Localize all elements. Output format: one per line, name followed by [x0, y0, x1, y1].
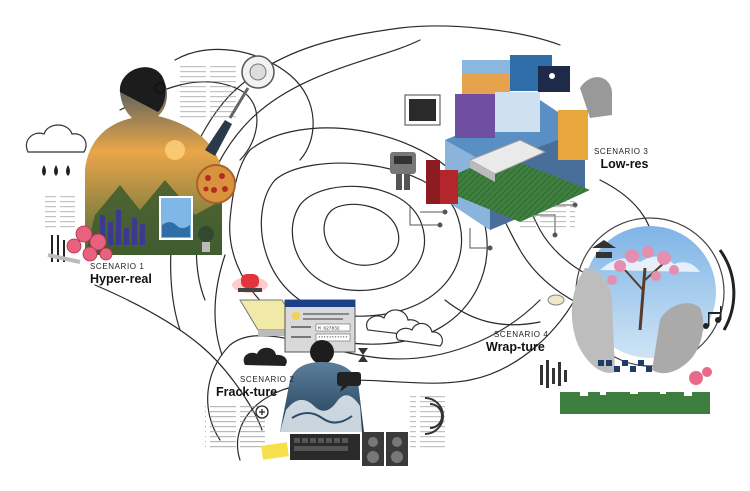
raindrops-icon [42, 165, 70, 176]
scenario-2-title: Frack-ture [216, 385, 278, 399]
siren-light [241, 274, 259, 288]
contour-line [291, 185, 426, 292]
contour-line [323, 203, 400, 266]
scenario-1-title: Hyper-real [90, 272, 152, 286]
contour-line [444, 299, 541, 326]
face-right [652, 303, 704, 374]
scenario-3-title: Low-res [600, 157, 649, 171]
scenario-3-kicker: SCENARIO 3 [594, 147, 649, 156]
scenario-3-collage [390, 55, 612, 230]
pagoda [592, 240, 616, 258]
music-notes [703, 306, 722, 329]
robot [390, 152, 416, 190]
cherry-blossoms [607, 246, 679, 285]
contour-line [174, 48, 314, 161]
contour-line [260, 162, 463, 317]
cloud-icon [395, 322, 444, 347]
scenario-3-label: SCENARIO 3 Low-res [594, 148, 648, 171]
bar-graphic [100, 210, 145, 245]
sound-bars [540, 360, 567, 388]
face-left [571, 268, 615, 373]
scenario-4-kicker: SCENARIO 4 [494, 330, 549, 339]
scenario-2-kicker: SCENARIO 2 [240, 375, 295, 384]
scenario-1-label: SCENARIO 1 Hyper-real [90, 263, 152, 286]
scenario-4-label: SCENARIO 4 Wrap-ture [486, 331, 548, 354]
password-field: *********** [318, 336, 348, 342]
pizza [196, 164, 236, 204]
roses [66, 225, 113, 262]
grass-strip [560, 392, 710, 414]
chair [580, 77, 612, 118]
grass-floor [430, 155, 590, 222]
scenario-1-collage [25, 55, 275, 264]
scenario-1-kicker: SCENARIO 1 [90, 262, 145, 271]
audio-waveform [291, 272, 341, 302]
scenario-4-collage [540, 217, 736, 414]
text-texture [180, 65, 240, 120]
pixel-grid [598, 360, 652, 372]
contour-line [214, 254, 226, 356]
cloud-icon [25, 124, 87, 153]
scenario-4-title: Wrap-ture [486, 340, 545, 354]
text-texture [45, 195, 75, 230]
orange-panel [558, 110, 588, 160]
hourglass-icon [358, 348, 368, 362]
sky-tile [455, 94, 495, 138]
scenario-2-collage: M 627832 *********** [232, 272, 444, 466]
scenario-2-label: SCENARIO 2 Frack-ture [216, 376, 294, 399]
user-field: M 627832 [318, 326, 340, 332]
sky-tile [495, 92, 540, 132]
text-texture [205, 405, 265, 450]
cloud-icon [243, 347, 287, 366]
sky-tile [538, 66, 570, 92]
